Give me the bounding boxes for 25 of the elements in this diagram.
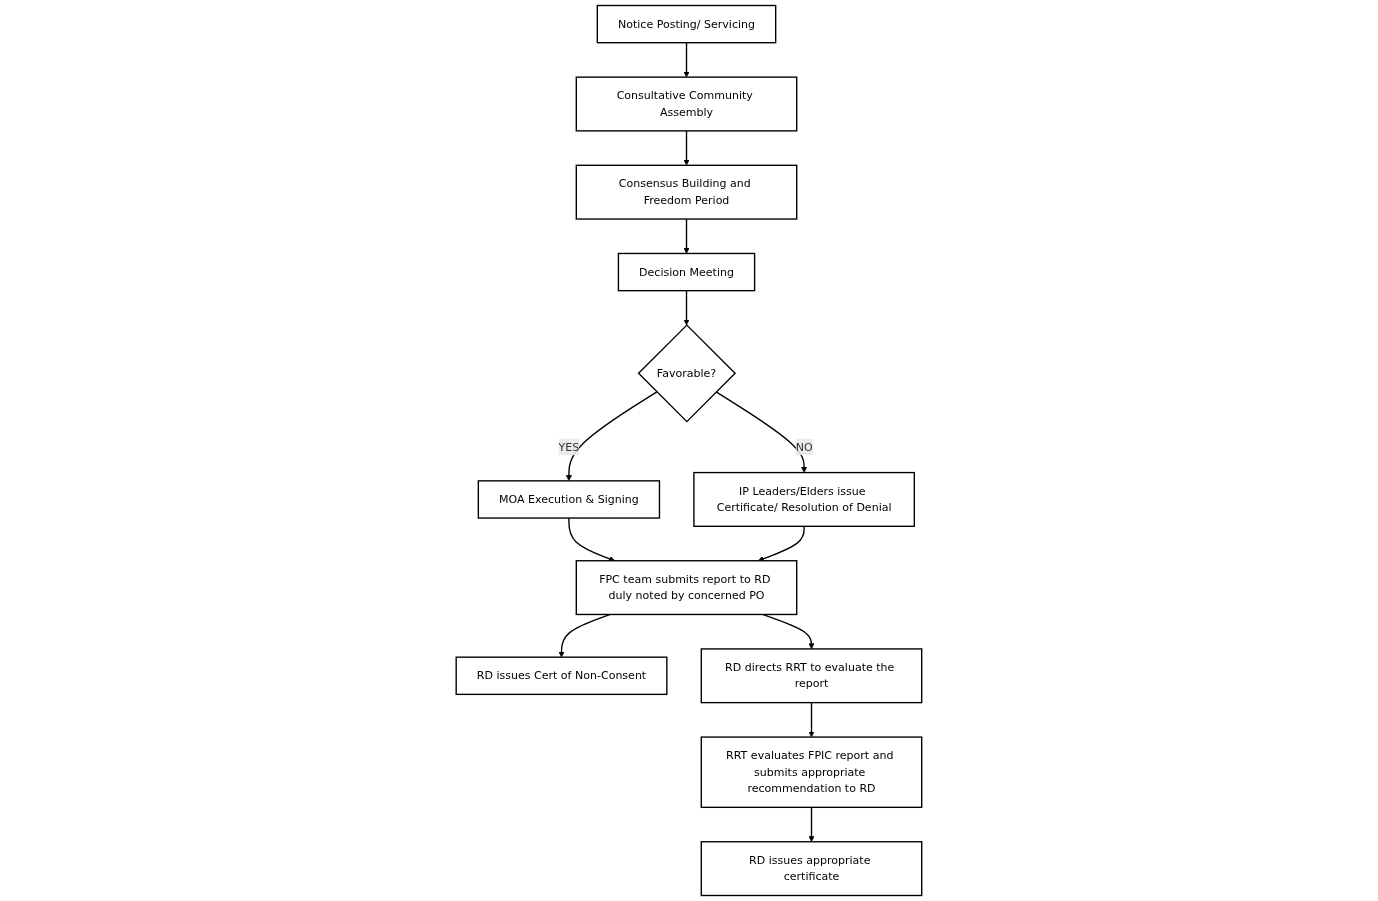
node-box: RD issues appropriate certificate (700, 841, 923, 897)
arrow (565, 391, 658, 482)
arrow (762, 613, 815, 650)
arrow (683, 130, 690, 166)
arrow (808, 701, 815, 738)
node-box: RRT evaluates FPIC report and submits appropriate recommendation to RD (700, 736, 923, 809)
arrow (568, 517, 616, 562)
node-box: Notice Posting/ Servicing (596, 4, 777, 44)
node-box: IP Leaders/Elders issue Certificate/ Resolution of Denial (693, 471, 916, 527)
node-box: MOA Execution & Signing (477, 480, 661, 519)
node-box: RD directs RRT to evaluate the report (700, 648, 923, 704)
node-box: Consensus Building and Freedom Period (575, 164, 798, 220)
arrow (683, 289, 690, 326)
arrow (808, 806, 815, 843)
node-diamond: Favorable? (637, 324, 737, 423)
arrow (683, 42, 690, 78)
edge-label: YES (558, 440, 580, 454)
node-box: RD issues Cert of Non-Consent (455, 656, 668, 696)
edge-label: NO (795, 440, 813, 454)
node-box: Decision Meeting (617, 252, 756, 292)
node-box: Consultative Community Assembly (575, 76, 798, 132)
arrow (683, 218, 690, 254)
arrow (715, 391, 808, 473)
arrow (757, 525, 805, 562)
node-box: FPC team submits report to RD duly noted by concerned PO (575, 560, 798, 616)
